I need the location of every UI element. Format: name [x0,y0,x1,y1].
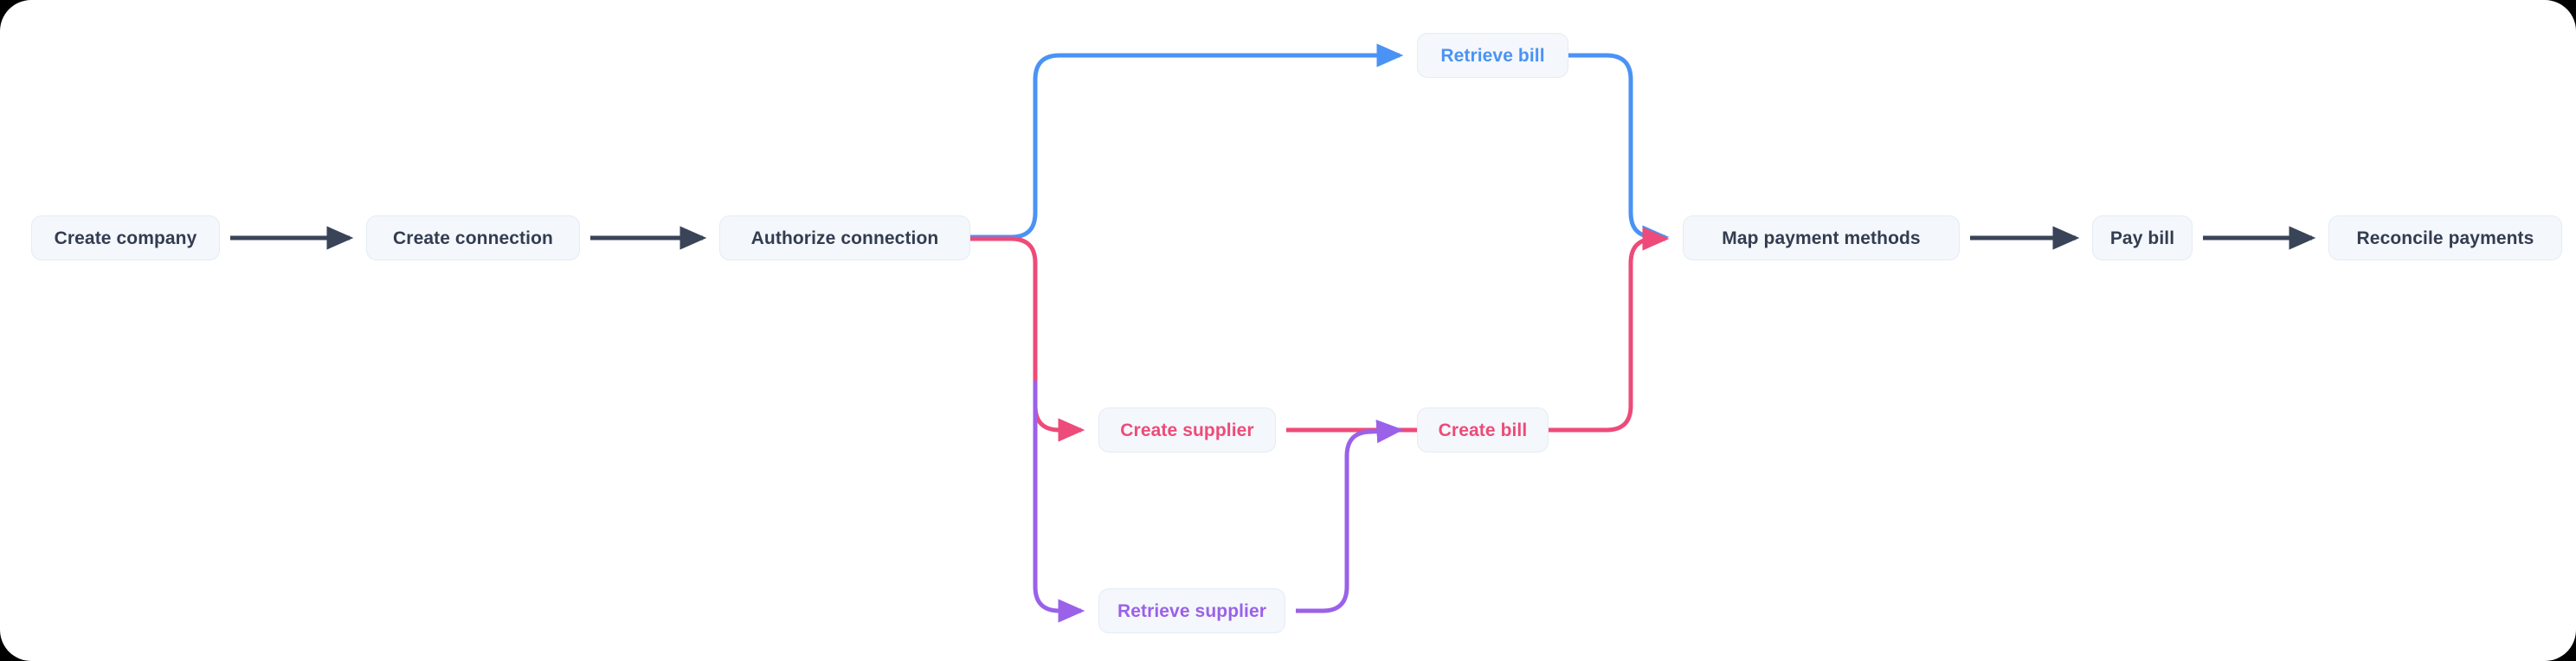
node-label: Reconcile payments [2356,228,2534,248]
node-label: Create connection [393,228,553,248]
node-label: Retrieve supplier [1117,600,1267,621]
node-label: Retrieve bill [1440,45,1545,66]
node-authorize-connection[interactable]: Authorize connection [719,215,970,260]
edge-retrieve-supplier-to-create-bill [1296,419,1404,613]
edge-create-bill-to-map-payment-methods [1549,227,1670,433]
node-label: Create supplier [1120,420,1254,440]
node-create-bill[interactable]: Create bill [1417,408,1549,452]
node-label: Map payment methods [1722,228,1921,248]
node-label: Create bill [1438,420,1528,440]
edge-authorize-connection-to-retrieve-supplier [1033,381,1085,623]
node-pay-bill[interactable]: Pay bill [2092,215,2193,260]
node-label: Create company [54,228,197,248]
node-label: Authorize connection [750,228,939,248]
node-retrieve-supplier[interactable]: Retrieve supplier [1098,588,1285,633]
node-retrieve-bill[interactable]: Retrieve bill [1417,33,1568,78]
edge-retrieve-bill-to-map-payment-methods [1568,53,1670,249]
node-map-payment-methods[interactable]: Map payment methods [1683,215,1960,260]
node-label: Pay bill [2109,228,2175,248]
edge-authorize-connection-to-retrieve-bill [970,43,1404,240]
node-reconcile-payments[interactable]: Reconcile payments [2328,215,2562,260]
node-create-company[interactable]: Create company [31,215,220,260]
node-create-supplier[interactable]: Create supplier [1098,408,1276,452]
edge-authorize-connection-to-create-supplier [970,236,1085,442]
node-create-connection[interactable]: Create connection [366,215,580,260]
